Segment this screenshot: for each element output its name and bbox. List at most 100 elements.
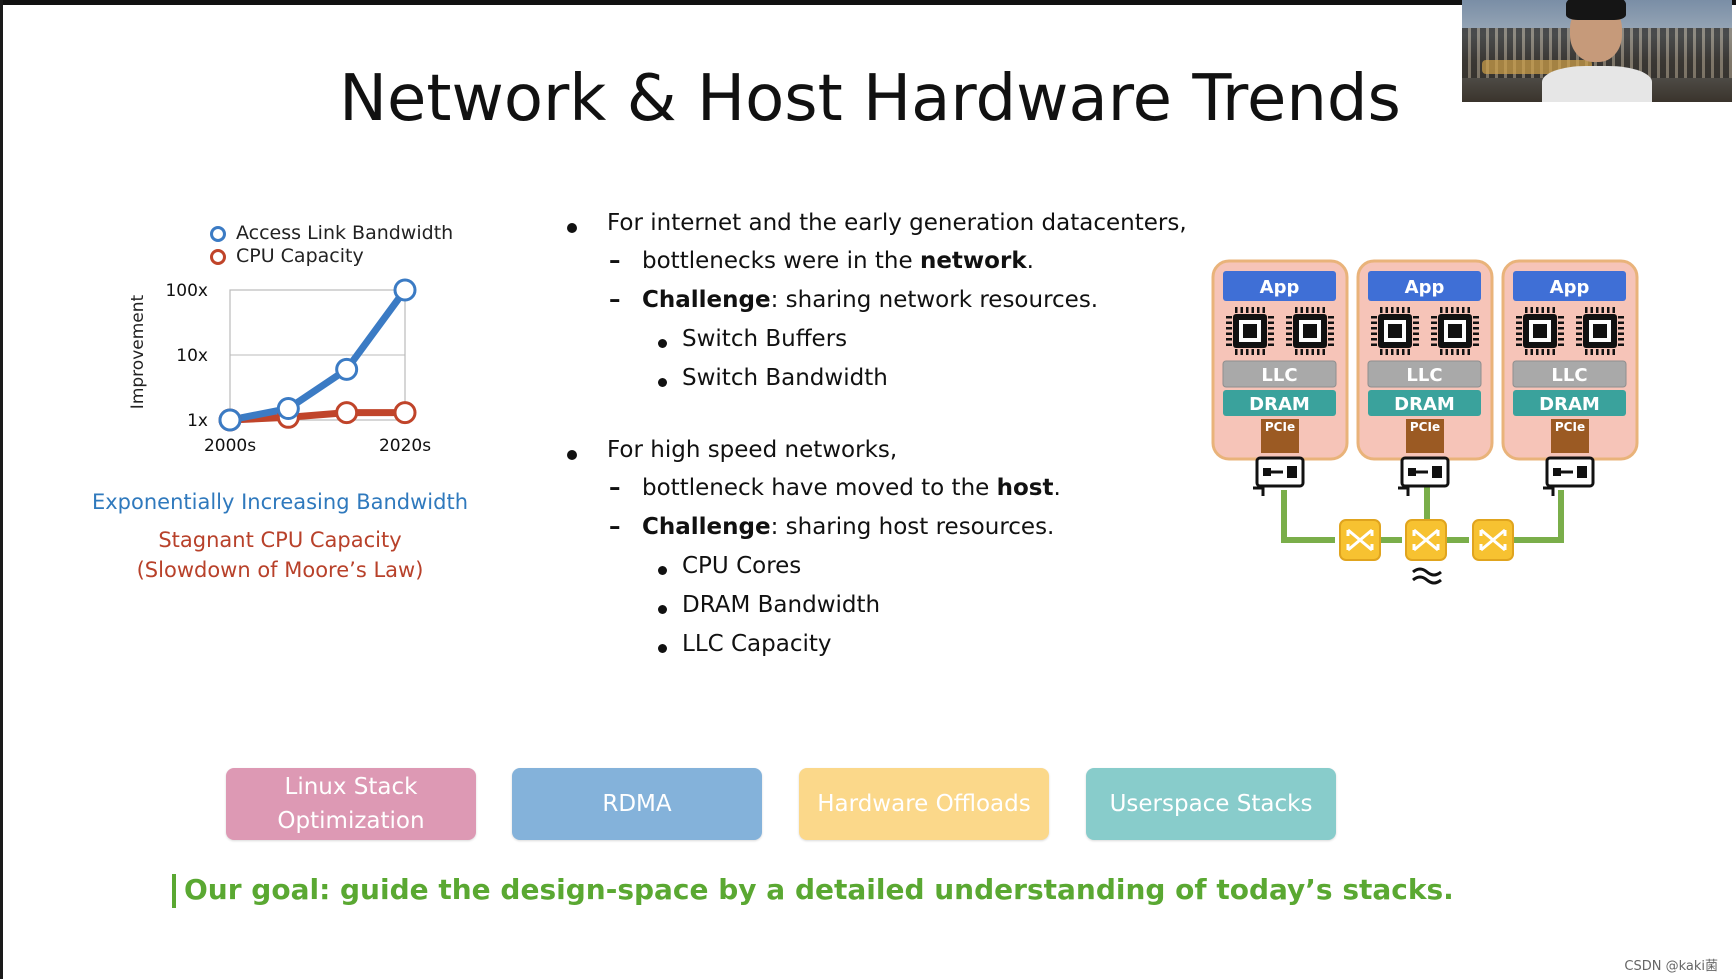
- cpu-chip-icon: [1286, 307, 1334, 355]
- nic-icon: [1543, 456, 1595, 496]
- data-point: [276, 397, 300, 421]
- bullet-switch-bandwidth: Switch Bandwidth: [682, 365, 888, 391]
- app-block: [1223, 271, 1336, 301]
- bullet-host-bottleneck: bottleneck have moved to the host.: [642, 475, 1061, 501]
- legend-circle-icon: [210, 225, 226, 242]
- legend-label: Access Link Bandwidth: [236, 222, 454, 244]
- nic-icon: [1398, 456, 1450, 496]
- switch-icon: [1339, 519, 1381, 561]
- pcie-label: PCIe: [1555, 420, 1585, 434]
- pcie-block: [1261, 419, 1299, 453]
- pcie-label: PCIe: [1410, 420, 1440, 434]
- bullet-dot: [658, 566, 667, 575]
- bullet-llc-capacity: LLC Capacity: [682, 631, 832, 657]
- window-left-edge: [0, 0, 3, 979]
- app-block: [1513, 271, 1626, 301]
- llc-block: [1222, 360, 1337, 388]
- speaker-shirt: [1542, 66, 1652, 102]
- data-point: [393, 278, 417, 302]
- pcie-block: [1406, 419, 1444, 453]
- dram-label: DRAM: [1539, 394, 1600, 415]
- chart-series-points: [218, 278, 417, 432]
- y-tick-label: 10x: [176, 346, 208, 366]
- slide-title: Network & Host Hardware Trends: [339, 62, 1401, 136]
- bandwidth-caption: Exponentially Increasing Bandwidth: [91, 490, 469, 514]
- bullet-high-speed: For high speed networks,: [607, 437, 898, 463]
- app-label: App: [1405, 277, 1445, 298]
- data-point: [335, 357, 359, 381]
- bullet-dot: [567, 450, 577, 460]
- window-top-edge: [0, 0, 1736, 5]
- data-point: [218, 408, 242, 432]
- dram-label: DRAM: [1249, 394, 1310, 415]
- data-point: [393, 401, 417, 425]
- legend-label: CPU Capacity: [236, 245, 364, 267]
- bullet-dram-bandwidth: DRAM Bandwidth: [682, 592, 881, 618]
- bullet-network-bottleneck: bottlenecks were in the network.: [642, 248, 1034, 274]
- cpu-caption-line2: (Slowdown of Moore’s Law): [136, 558, 424, 582]
- bullet-network-challenge: Challenge: sharing network resources.: [642, 287, 1099, 313]
- dash-marker: –: [609, 475, 621, 501]
- x-tick-label: 2000s: [204, 436, 256, 456]
- llc-block: [1512, 360, 1627, 388]
- bullet-dot: [658, 339, 667, 348]
- bullet-switch-buffers: Switch Buffers: [682, 326, 848, 352]
- pcie-label: PCIe: [1265, 420, 1295, 434]
- x-tick-label: 2020s: [379, 436, 431, 456]
- nic-icon: [1253, 456, 1305, 496]
- y-tick-label: 100x: [165, 281, 208, 301]
- cpu-chip-icon: [1516, 307, 1564, 355]
- userspace-stacks-button[interactable]: Userspace Stacks: [1086, 768, 1336, 840]
- dram-block: [1223, 390, 1336, 416]
- watermark: CSDN @kaki菌: [1624, 959, 1718, 974]
- bullet-dot: [658, 605, 667, 614]
- speaker-webcam-video: [1462, 0, 1732, 102]
- goal-accent-bar: [172, 874, 176, 908]
- cpu-chip-icon: [1226, 307, 1274, 355]
- bullet-dot: [567, 223, 577, 233]
- dram-block: [1513, 390, 1626, 416]
- app-label: App: [1550, 277, 1590, 298]
- cpu-chip-icon: [1576, 307, 1624, 355]
- series-line: [229, 287, 408, 424]
- chart-gridlines: [229, 289, 406, 421]
- uplink-wave-icon: [1412, 567, 1442, 585]
- bullet-dot: [658, 378, 667, 387]
- dram-label: DRAM: [1394, 394, 1455, 415]
- speaker-hair: [1566, 0, 1626, 20]
- linux-stack-button[interactable]: Linux Stack Optimization: [226, 768, 476, 840]
- llc-block: [1367, 360, 1482, 388]
- hardware-offloads-button[interactable]: Hardware Offloads: [799, 768, 1049, 840]
- legend-item-bandwidth: Access Link Bandwidth: [210, 222, 453, 244]
- dash-marker: –: [609, 514, 621, 540]
- y-axis-label: Improvement: [128, 294, 148, 409]
- bullet-internet: For internet and the early generation da…: [607, 210, 1187, 236]
- dash-marker: –: [609, 248, 621, 274]
- bullet-cpu-cores: CPU Cores: [682, 553, 802, 579]
- app-label: App: [1260, 277, 1300, 298]
- switch-icon: [1472, 519, 1514, 561]
- bullet-host-challenge: Challenge: sharing host resources.: [642, 514, 1055, 540]
- cpu-caption-line1: Stagnant CPU Capacity: [158, 528, 402, 552]
- goal-statement: Our goal: guide the design-space by a de…: [172, 873, 1454, 908]
- app-block: [1368, 271, 1481, 301]
- dram-block: [1368, 390, 1481, 416]
- rdma-button[interactable]: RDMA: [512, 768, 762, 840]
- chart-series-lines: [229, 287, 408, 424]
- pcie-block: [1551, 419, 1589, 453]
- dash-marker: –: [609, 287, 621, 313]
- cpu-chip-icon: [1431, 307, 1479, 355]
- switch-icon: [1405, 519, 1447, 561]
- legend-item-cpu: CPU Capacity: [210, 245, 364, 267]
- bullet-dot: [658, 644, 667, 653]
- llc-label: LLC: [1406, 365, 1442, 386]
- llc-label: LLC: [1261, 365, 1297, 386]
- cpu-chip-icon: [1371, 307, 1419, 355]
- host-network-diagram: AppLLCDRAMPCIeAppLLCDRAMPCIeAppLLCDRAMPC…: [1211, 259, 1639, 585]
